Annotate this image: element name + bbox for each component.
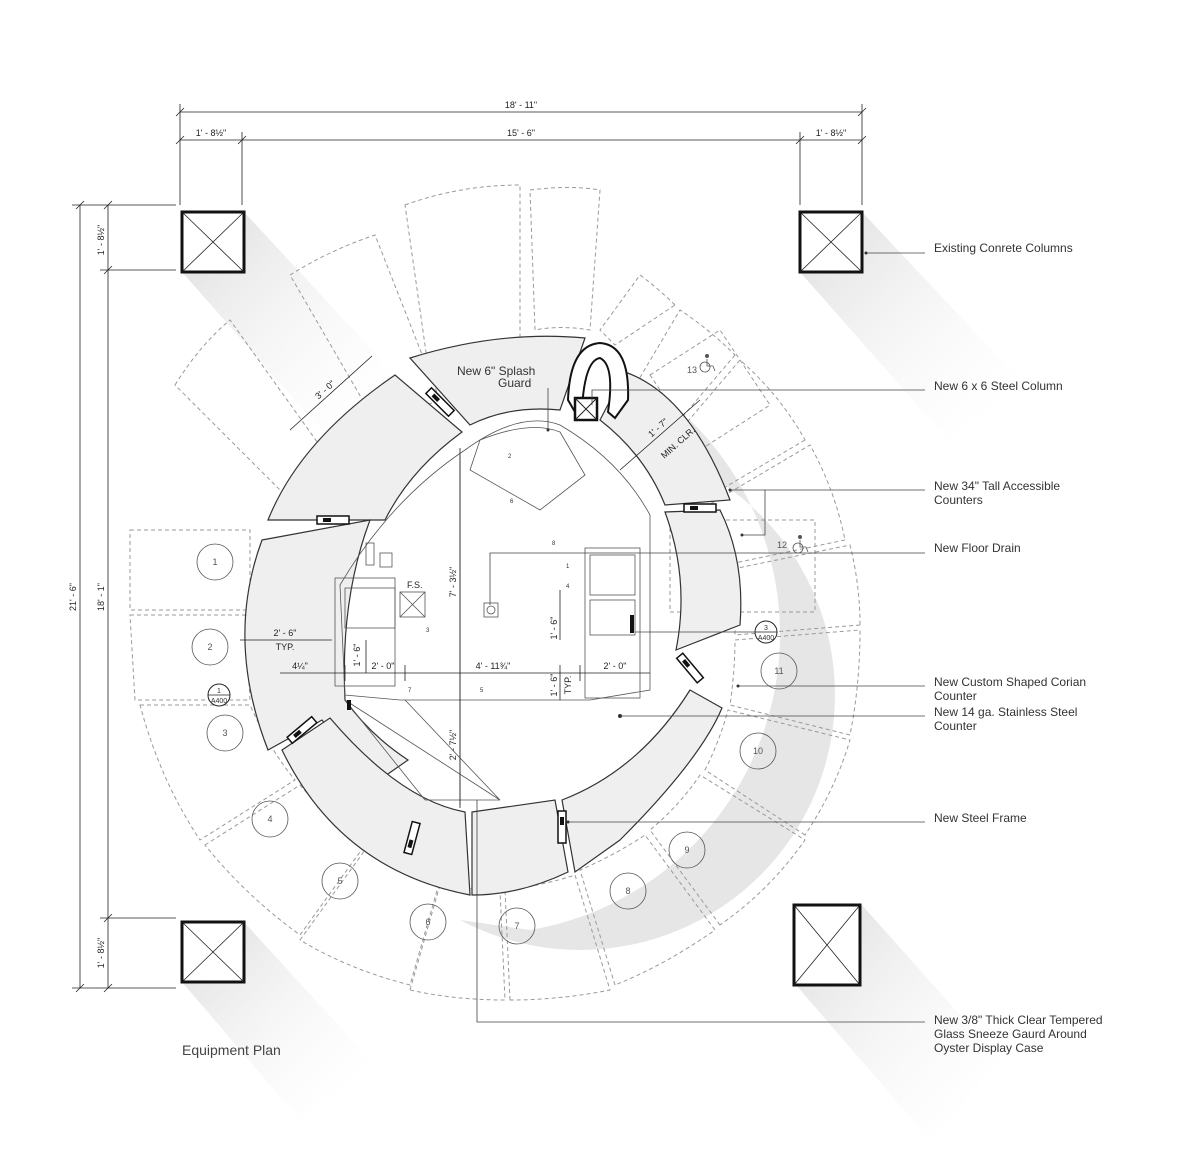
callout-corian-counter: New Custom Shaped Corian [934,675,1086,689]
svg-text:6: 6 [510,499,514,505]
lower-typ-label: TYP. [563,676,573,695]
drawing-title: Equipment Plan [182,1042,281,1058]
svg-text:A400: A400 [758,635,774,642]
svg-text:2: 2 [508,454,512,460]
right-depth-dim: 1' - 6" [549,617,559,640]
svg-text:7: 7 [408,688,412,694]
callout-sneeze-guard-3: Oyster Display Case [934,1041,1044,1055]
inner-height-dim: 18' - 1" [96,583,106,611]
callout-stainless-counter-2: Counter [934,719,977,733]
callout-corian-counter-2: Counter [934,689,977,703]
seat-number: 5 [337,876,342,886]
seat-number: 10 [753,746,763,756]
accessible-icon [699,354,716,373]
callout-steel-frame: New Steel Frame [934,811,1027,825]
lower-height-dim: 2' - 7½" [448,730,458,760]
seat-number: 7 [514,921,519,931]
overall-height-dim: 21' - 6" [68,583,78,611]
center-width-dim: 4' - 11¾" [476,661,511,671]
seat-number: 12 [777,540,787,550]
seat-markers: 1 2 3 4 5 6 7 8 9 10 11 12 13 [191,365,798,945]
svg-text:A400: A400 [211,698,227,705]
overall-width-dim: 18' - 11" [505,100,537,110]
seat-number: 13 [687,365,697,375]
right-bay-dim: 1' - 8½" [816,128,846,138]
left-width-dim: 2' - 0" [372,661,395,671]
dimension-lines [72,104,867,993]
corian-counter [244,335,742,896]
svg-text:3: 3 [426,628,430,634]
left-depth-dim: 1' - 6" [352,644,362,667]
inner-work-area [334,420,651,805]
callout-sneeze-guard-2: Glass Sneeze Gaurd Around [934,1027,1087,1041]
counter-shadow [460,420,835,950]
center-height-dim: 7' - 3½" [448,567,458,597]
callout-sneeze-guard: New 3/8" Thick Clear Tempered [934,1013,1103,1027]
counter-depth-dim: 2' - 6" [274,628,297,638]
svg-text:1: 1 [217,688,221,695]
concrete-columns [180,210,864,987]
seat-number: 11 [774,666,783,676]
callout-splash-guard: New 6" Splash [457,364,535,378]
seat-number: 9 [684,845,689,855]
callout-leaders [476,251,925,1023]
callout-accessible-counters-2: Counters [934,493,983,507]
center-bay-dim: 15' - 6" [507,128,535,138]
right-width-dim: 2' - 0" [604,661,627,671]
svg-text:1: 1 [566,564,570,570]
seat-number: 2 [207,642,212,652]
equipment-numbers: 1 2 3 4 5 6 7 8 [408,454,570,694]
new-steel-column [566,341,630,422]
seat-number: 8 [625,886,630,896]
svg-text:4: 4 [566,584,570,590]
callout-steel-column: New 6 x 6 Steel Column [934,379,1063,393]
svg-text:5: 5 [480,688,484,694]
top-bay-v-dim: 1' - 8½" [96,225,106,255]
callout-existing-columns: Existing Conrete Columns [934,241,1073,255]
seat-number: 6 [425,917,430,927]
callout-splash-guard-2: Guard [498,376,531,390]
callout-floor-drain: New Floor Drain [934,541,1021,555]
svg-text:8: 8 [552,541,556,547]
typ-label: TYP. [276,642,295,652]
offset-dim: 4¼" [292,661,308,671]
seat-number: 3 [222,728,227,738]
callout-stainless-counter: New 14 ga. Stainless Steel [934,705,1077,719]
seat-number: 4 [267,814,272,824]
svg-text:3: 3 [764,625,768,632]
callout-accessible-counters: New 34" Tall Accessible [934,479,1060,493]
section-marker-left: 1 A400 [207,683,231,707]
seat-number: 1 [212,557,217,567]
left-bay-dim: 1' - 8½" [196,128,226,138]
section-marker-right: 3 A400 [754,620,778,644]
lower-depth-dim: 1' - 6" [549,674,559,697]
bottom-bay-v-dim: 1' - 8½" [96,938,106,968]
fs-label: F.S. [407,580,423,590]
